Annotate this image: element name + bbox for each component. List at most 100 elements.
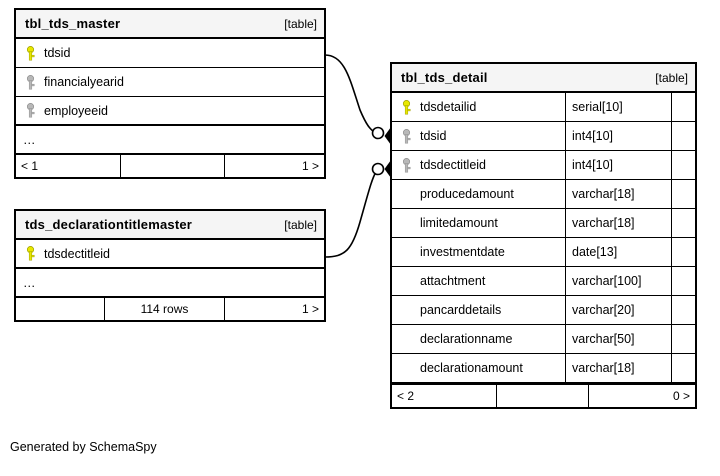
column-type-label: serial[10] — [565, 93, 671, 121]
column-cell: tdsdectitleid — [16, 240, 324, 267]
column-spacer — [671, 325, 695, 353]
primary-key-icon — [26, 45, 35, 60]
table-row[interactable]: tdsdectitleid int4[10] — [392, 151, 695, 180]
column-name-label: tdsid — [44, 46, 71, 60]
table-header-tbl-tds-detail: tbl_tds_detail [table] — [392, 64, 695, 93]
table-row[interactable]: producedamount varchar[18] — [392, 180, 695, 209]
table-tbl-tds-master[interactable]: tbl_tds_master [table] tdsid fina — [14, 8, 326, 179]
column-type-label: int4[10] — [565, 122, 671, 150]
column-cell: tdsdectitleid — [392, 151, 565, 179]
column-name-label: employeeid — [44, 103, 108, 118]
foreign-key-icon — [402, 128, 411, 143]
column-type-label: date[13] — [565, 238, 671, 266]
table-footer-tbl-tds-detail: < 2 0 > — [392, 383, 695, 407]
column-name-label: tdsdectitleid — [44, 246, 111, 261]
column-cell: producedamount — [392, 180, 565, 208]
footer-row-count: 114 rows — [104, 298, 224, 320]
footer-parent-count[interactable]: < 2 — [397, 389, 415, 403]
table-header-tds-declarationtitlemaster: tds_declarationtitlemaster [table] — [16, 211, 324, 240]
table-name-label: tbl_tds_detail — [401, 70, 488, 85]
column-cell: employeeid — [16, 97, 324, 124]
table-kind-label: [table] — [284, 16, 317, 31]
column-name-label: declarationname — [420, 332, 513, 346]
column-name-label: financialyearid — [44, 75, 124, 89]
primary-key-icon — [26, 246, 35, 261]
footer-child-count[interactable]: 1 > — [224, 298, 324, 320]
relationship-endpoint-circle-titlemaster — [371, 162, 385, 176]
column-spacer — [671, 151, 695, 179]
column-cell: tdsid — [16, 39, 324, 67]
footer-child-count[interactable]: 1 > — [224, 155, 324, 177]
foreign-key-icon — [402, 157, 411, 172]
table-footer-tbl-tds-master: < 1 1 > — [16, 153, 324, 177]
more-columns-indicator: … — [23, 275, 37, 290]
column-type-label: varchar[50] — [565, 325, 671, 353]
table-kind-label: [table] — [284, 217, 317, 232]
column-cell: declarationamount — [392, 354, 565, 382]
column-type-label: varchar[100] — [565, 267, 671, 295]
primary-key-icon — [402, 99, 411, 114]
column-cell: financialyearid — [16, 68, 324, 96]
column-type-label: varchar[18] — [565, 354, 671, 382]
more-columns-indicator: … — [23, 132, 37, 147]
column-cell: investmentdate — [392, 238, 565, 266]
column-name-label: declarationamount — [420, 361, 523, 375]
generated-by-caption: Generated by SchemaSpy — [10, 440, 157, 454]
column-type-label: varchar[20] — [565, 296, 671, 324]
table-row[interactable]: tdsid — [16, 39, 324, 68]
column-name-label: pancarddetails — [420, 303, 502, 317]
footer-parent-count — [16, 298, 104, 320]
column-name-label: limitedamount — [420, 216, 498, 230]
column-spacer — [671, 238, 695, 266]
foreign-key-icon — [26, 74, 35, 89]
relationship-line-titlemaster-to-detail — [324, 171, 377, 258]
footer-row-count — [496, 385, 588, 407]
column-cell: tdsdetailid — [392, 93, 565, 121]
table-row[interactable]: employeeid — [16, 97, 324, 126]
column-spacer — [671, 180, 695, 208]
column-name-label: investmentdate — [420, 245, 505, 259]
table-row[interactable]: declarationamount varchar[18] — [392, 354, 695, 383]
footer-row-count — [120, 155, 224, 177]
column-spacer — [671, 209, 695, 237]
table-row[interactable]: limitedamount varchar[18] — [392, 209, 695, 238]
table-row[interactable]: tdsdectitleid — [16, 240, 324, 269]
footer-parent-count[interactable]: < 1 — [21, 159, 39, 173]
relationship-endpoint-circle-master — [371, 126, 385, 140]
table-row[interactable]: financialyearid — [16, 68, 324, 97]
relationship-line-master-to-detail — [324, 54, 377, 134]
table-name-label: tbl_tds_master — [25, 16, 121, 31]
column-cell: limitedamount — [392, 209, 565, 237]
column-type-label: int4[10] — [565, 151, 671, 179]
table-row[interactable]: attachtment varchar[100] — [392, 267, 695, 296]
table-name-label: tds_declarationtitlemaster — [25, 217, 193, 232]
column-spacer — [671, 296, 695, 324]
column-spacer — [671, 122, 695, 150]
table-kind-label: [table] — [655, 70, 688, 85]
column-spacer — [671, 354, 695, 382]
column-spacer — [671, 267, 695, 295]
table-tbl-tds-detail[interactable]: tbl_tds_detail [table] tdsdetailid seria… — [390, 62, 697, 409]
table-row[interactable]: pancarddetails varchar[20] — [392, 296, 695, 325]
table-row[interactable]: tdsid int4[10] — [392, 122, 695, 151]
table-tds-declarationtitlemaster[interactable]: tds_declarationtitlemaster [table] tdsde… — [14, 209, 326, 322]
column-cell: attachtment — [392, 267, 565, 295]
footer-child-count[interactable]: 0 > — [588, 385, 695, 407]
column-type-label: varchar[18] — [565, 180, 671, 208]
foreign-key-icon — [26, 103, 35, 118]
column-cell: pancarddetails — [392, 296, 565, 324]
column-name-label: tdsid — [420, 129, 447, 143]
table-footer-tds-declarationtitlemaster: 114 rows 1 > — [16, 296, 324, 320]
table-row[interactable]: tdsdetailid serial[10] — [392, 93, 695, 122]
column-cell: tdsid — [392, 122, 565, 150]
column-name-label: attachtment — [420, 274, 486, 288]
table-header-tbl-tds-master: tbl_tds_master [table] — [16, 10, 324, 39]
column-spacer — [671, 93, 695, 121]
column-type-label: varchar[18] — [565, 209, 671, 237]
column-name-label: tdsdectitleid — [420, 158, 487, 172]
column-name-label: producedamount — [420, 187, 514, 201]
table-row[interactable]: investmentdate date[13] — [392, 238, 695, 267]
column-name-label: tdsdetailid — [420, 100, 477, 114]
table-row[interactable]: declarationname varchar[50] — [392, 325, 695, 354]
